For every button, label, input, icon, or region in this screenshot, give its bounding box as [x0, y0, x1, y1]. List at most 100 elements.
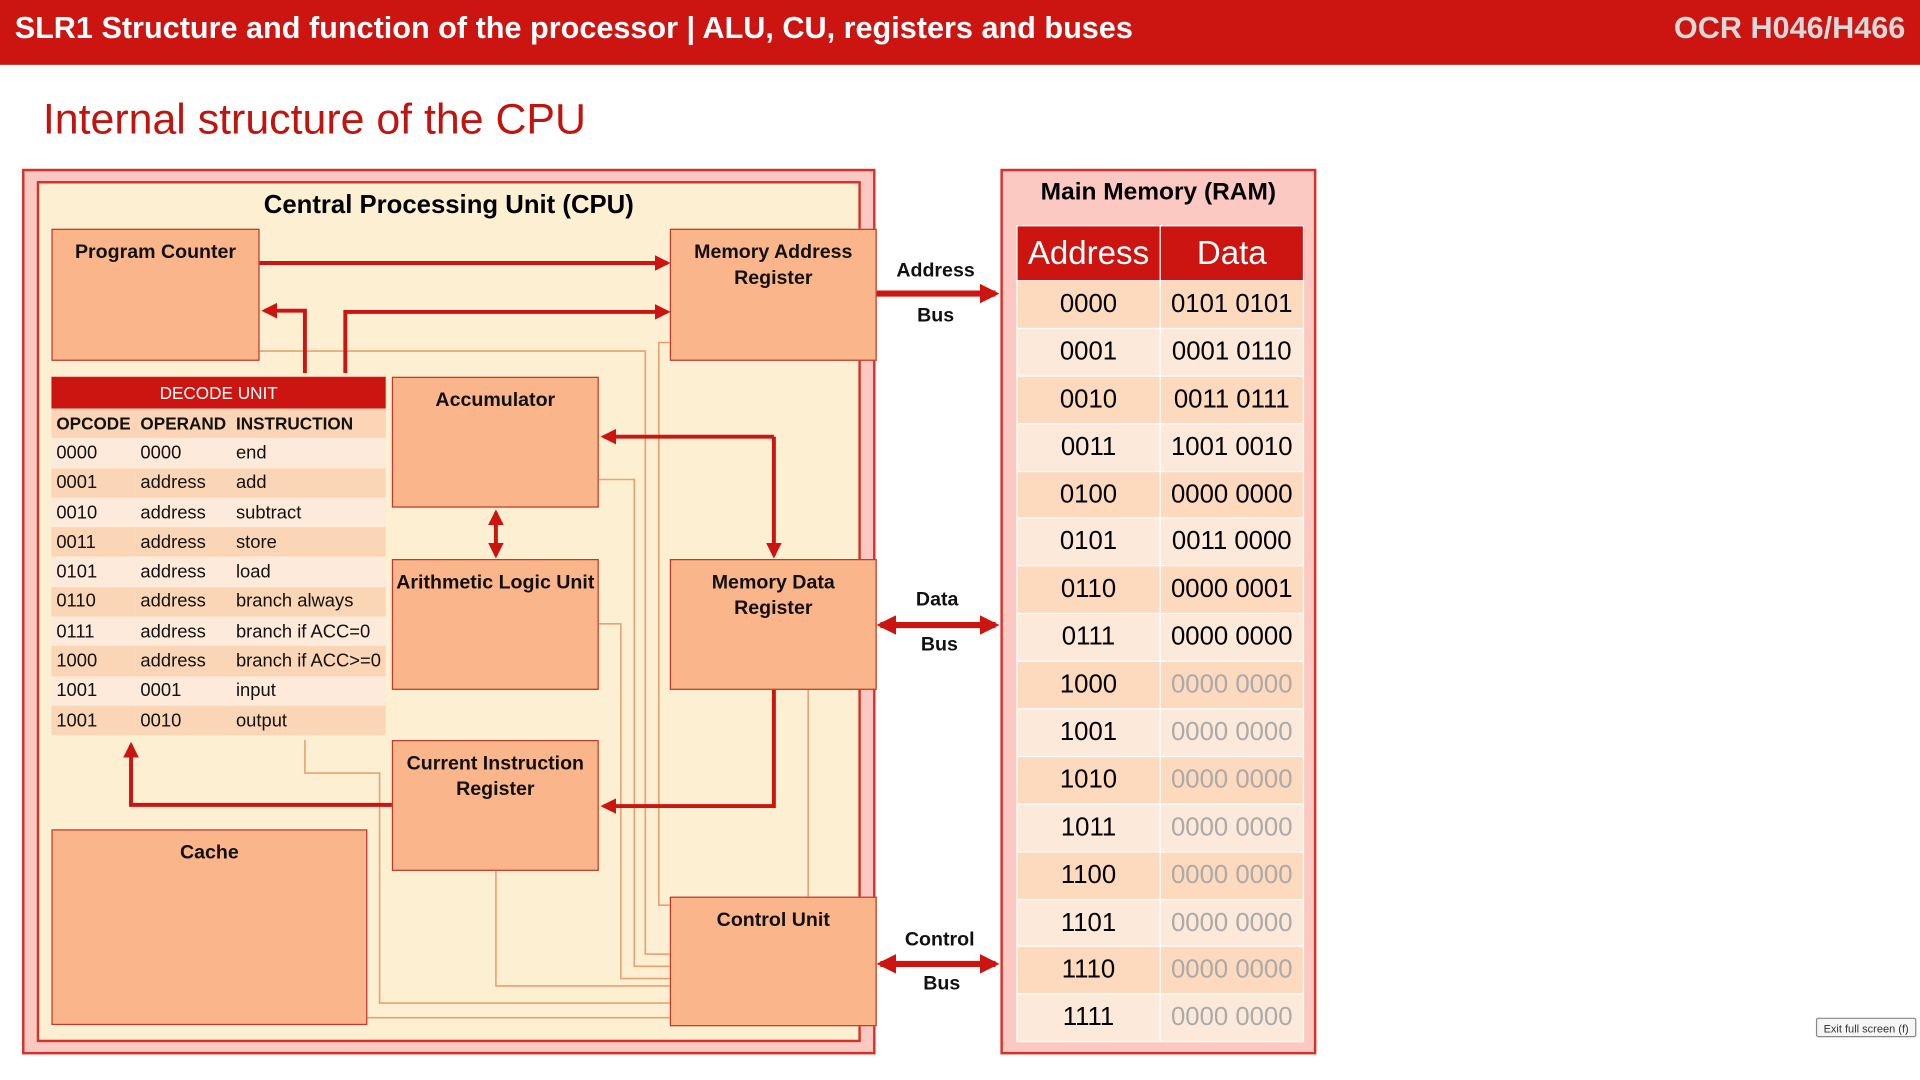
decode-opcode: 1001 [51, 676, 136, 706]
header-topic: SLR1 Structure and function of the proce… [14, 11, 1133, 46]
ram-data: 0000 0001 [1159, 565, 1305, 615]
decode-opcode: 1001 [51, 705, 136, 736]
decode-instruction: store [231, 527, 386, 558]
accumulator: Accumulator [391, 376, 599, 508]
ram-address: 0101 [1016, 517, 1161, 567]
decode-opcode: 0011 [51, 527, 136, 558]
cpu-title: Central Processing Unit (CPU) [263, 190, 634, 219]
decode-col-operand: OPERAND [135, 408, 232, 439]
current-instruction-register: Current Instruction Register [391, 740, 599, 871]
cache: Cache [51, 829, 368, 1026]
ram-address: 1011 [1016, 803, 1161, 853]
decode-opcode: 0101 [51, 557, 136, 587]
header-bar: SLR1 Structure and function of the proce… [0, 0, 1920, 65]
decode-operand: address [135, 646, 232, 677]
decode-unit-title: DECODE UNIT [51, 376, 386, 409]
ram-data: 0000 0000 [1159, 898, 1305, 948]
control-signal-wires [259, 341, 809, 1019]
decode-instruction: branch always [231, 586, 386, 617]
system-bus-arrows [876, 283, 1000, 974]
address-bus-label: Address [896, 260, 975, 282]
ram-data: 0000 0000 [1159, 993, 1305, 1043]
decode-operand: 0000 [135, 438, 232, 468]
arithmetic-logic-unit: Arithmetic Logic Unit [391, 559, 599, 690]
ram-address: 0110 [1016, 565, 1161, 615]
decode-instruction: branch if ACC>=0 [231, 646, 386, 677]
decode-operand: 0010 [135, 705, 232, 736]
decode-instruction: branch if ACC=0 [231, 616, 386, 647]
ram-address: 1100 [1016, 850, 1161, 900]
control-bus-label: Control [904, 929, 975, 951]
ram-data: 0000 0000 [1159, 803, 1305, 853]
ram-address: 0010 [1016, 375, 1161, 425]
ram-address: 1101 [1016, 898, 1161, 948]
decode-operand: address [135, 527, 232, 558]
control-unit: Control Unit [669, 896, 877, 1027]
decode-opcode: 0000 [51, 438, 136, 468]
decode-operand: 0001 [135, 676, 232, 706]
decode-operand: address [135, 616, 232, 647]
ram-data: 0011 0111 [1159, 375, 1305, 425]
ram-title: Main Memory (RAM) [1040, 178, 1277, 206]
ram-address: 0001 [1016, 327, 1161, 377]
ram-data: 0000 0000 [1159, 708, 1305, 758]
decode-instruction: input [231, 676, 386, 706]
ram-data: 0000 0000 [1159, 613, 1305, 662]
address-bus-label-2: Bus [917, 305, 955, 327]
ram-address: 0011 [1016, 422, 1161, 472]
mdr-label: Memory Data Register [711, 572, 835, 619]
cache-label: Cache [179, 842, 239, 864]
accumulator-label: Accumulator [435, 390, 556, 411]
ram-header-row: Address Data [1016, 225, 1305, 282]
program-counter-label: Program Counter [74, 242, 237, 263]
slide-title: Internal structure of the CPU [42, 95, 586, 144]
data-bus-label-2: Bus [920, 634, 958, 656]
alu-label: Arithmetic Logic Unit [396, 572, 595, 594]
ram-col-address: Address [1016, 225, 1161, 282]
decode-opcode: 0010 [51, 497, 136, 528]
decode-instruction: subtract [231, 497, 386, 528]
decode-instruction: load [231, 557, 386, 587]
internal-data-paths [123, 255, 782, 814]
memory-address-register: Memory Address Register [669, 228, 877, 361]
ram-address: 1001 [1016, 708, 1161, 758]
decode-operand: address [135, 586, 232, 617]
ram-address: 0000 [1016, 280, 1161, 329]
ram-data: 0011 0000 [1159, 517, 1305, 567]
decode-opcode: 1000 [51, 646, 136, 677]
control-bus-label-2: Bus [923, 973, 961, 995]
exit-full-screen-button[interactable]: Exit full screen (f) [1815, 1017, 1917, 1038]
decode-instruction: end [231, 438, 386, 468]
decode-operand: address [135, 467, 232, 498]
ram-col-data: Data [1159, 225, 1305, 282]
decode-operand: address [135, 497, 232, 528]
ram-data: 0001 0110 [1159, 327, 1305, 377]
decode-instruction: add [231, 467, 386, 498]
decode-col-instruction: INSTRUCTION [231, 408, 386, 439]
